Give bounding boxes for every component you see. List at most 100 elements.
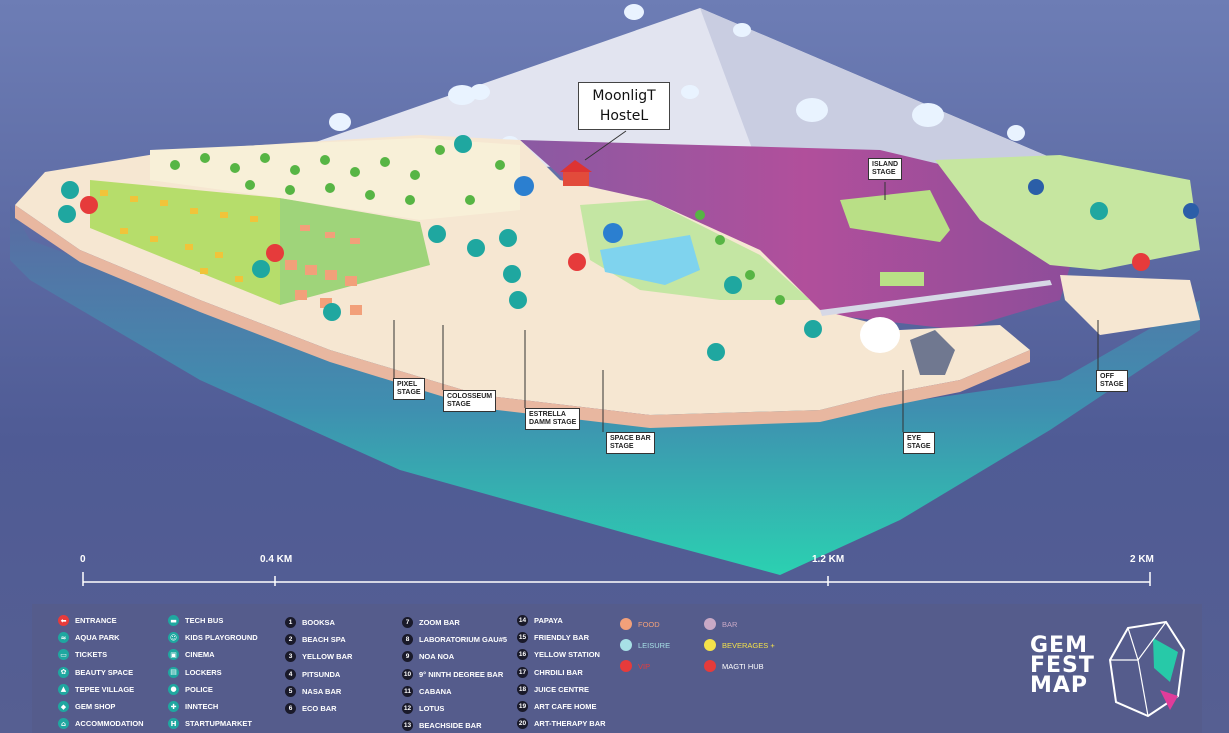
scale-label-0: 0: [80, 554, 86, 565]
legend-category-label: VIP: [638, 661, 651, 671]
legend-item: ⬅ENTRANCE: [58, 615, 117, 626]
scale-label-0-4: 0.4 KM: [260, 554, 293, 565]
legend-item: ◆GEM SHOP: [58, 701, 115, 712]
legend-bar-label: YELLOW STATION: [534, 650, 600, 660]
food-stalls: [285, 225, 362, 315]
scale-label-2: 2 KM: [1130, 554, 1154, 565]
legend-item: ▭ TICKETS: [58, 649, 108, 661]
category-swatch: [620, 639, 632, 651]
bar-number-icon: 13: [402, 720, 413, 732]
space-bar-stage-label: SPACE BAR STAGE: [606, 432, 655, 455]
bar-number-icon: 3: [285, 651, 296, 663]
stage-leader-lines: [393, 130, 1099, 432]
category-swatch: [620, 660, 632, 672]
legend-category-label: BEVERAGES +: [722, 640, 775, 650]
legend-item-label: ACCOMMODATION: [75, 719, 144, 729]
sea-teal: [10, 205, 1200, 575]
small-islet: [880, 272, 924, 286]
bar-number-icon: 4: [285, 668, 296, 680]
bar-number-icon: 10: [402, 668, 413, 680]
legend-bar-label: ZOOM BAR: [419, 618, 460, 627]
moonlight-hostel-marker: [560, 160, 592, 186]
legend-bar: 16 YELLOW STATION: [517, 649, 600, 661]
legend-item: ▲ TEPEE VILLAGE: [58, 683, 135, 695]
eye-stage: [860, 317, 900, 353]
legend-bar-label: JUICE CENTRE: [534, 684, 590, 694]
legend-item-label: STARTUPMARKET: [185, 719, 252, 729]
legend-item: ▤LOCKERS: [168, 666, 222, 678]
legend-item: ▬TECH BUS: [168, 615, 223, 626]
legend-panel: [32, 604, 1202, 733]
island-stage-label: ISLAND STAGE: [868, 158, 903, 181]
bar-number-icon: 7: [402, 617, 413, 628]
bridge-east: [820, 280, 1052, 316]
legend-category: VIP: [620, 660, 650, 672]
bar-number-icon: 15: [517, 632, 528, 644]
legend-item-label: CINEMA: [185, 650, 215, 660]
main-island-edge: [15, 205, 1030, 428]
legend-item: ⌂ ACCOMMODATION: [58, 718, 144, 730]
category-swatch: [620, 618, 632, 630]
beauty-space-icon: ✿: [58, 666, 69, 678]
legend-bar: 18 JUICE CENTRE: [517, 683, 590, 695]
tents: [100, 190, 258, 282]
island-stage-islet: [840, 190, 950, 242]
cinema-icon: ▣: [168, 649, 179, 661]
legend-bar: 11 CABANA: [402, 685, 452, 697]
rock: [910, 330, 955, 375]
legend-category: FOOD: [620, 618, 660, 630]
accommodation-icon: ⌂: [58, 718, 69, 730]
aqua-park-icon: ≈: [58, 632, 69, 644]
bar-number-icon: 11: [402, 685, 413, 697]
legend-category: BAR: [704, 618, 737, 630]
eye-stage-label: EYE STAGE: [903, 432, 935, 455]
legend-category: BEVERAGES +: [704, 639, 775, 651]
legend-bar-label: CABANA: [419, 686, 452, 696]
legend-item-label: POLICE: [185, 684, 213, 694]
colosseum-stage-label: COLOSSEUM STAGE: [443, 390, 497, 413]
bar-number-icon: 12: [402, 703, 413, 714]
legend-bar-label: NASA BAR: [302, 686, 342, 696]
gem-shop-icon: ◆: [58, 701, 69, 712]
bar-number-icon: 2: [285, 634, 296, 646]
legend-item-label: ENTRANCE: [75, 616, 117, 625]
bar-number-icon: 1: [285, 617, 296, 628]
tickets-icon: ▭: [58, 649, 69, 661]
gem-fest-map-brand: GEM FEST MAP: [1030, 633, 1095, 698]
off-stage-islet: [1060, 275, 1200, 335]
legend-bar: 4 PITSUNDA: [285, 668, 341, 680]
legend-bar-label: ART-THERAPY BAR: [534, 719, 606, 729]
legend-item-label: INNTECH: [185, 702, 219, 711]
legend-item: ●POLICE: [168, 683, 213, 695]
bar-number-icon: 17: [517, 666, 528, 678]
legend-category: LEISURE: [620, 639, 670, 651]
estrella-damm-stage-label: ESTRELLA DAMM STAGE: [525, 408, 581, 431]
legend-bar-label: YELLOW BAR: [302, 652, 353, 662]
legend-bar-label: PITSUNDA: [302, 669, 341, 679]
legend-item: ≈ AQUA PARK: [58, 632, 120, 644]
legend-bar-label: ART CAFE HOME: [534, 702, 597, 711]
legend-item-label: TEPEE VILLAGE: [75, 684, 135, 694]
bar-number-icon: 20: [517, 718, 528, 730]
category-swatch: [704, 660, 716, 672]
legend-item: ✿BEAUTY SPACE: [58, 666, 133, 678]
legend-item-label: TECH BUS: [185, 616, 224, 625]
legend-item-label: AQUA PARK: [75, 633, 120, 643]
legend-category-label: FOOD: [638, 619, 660, 629]
legend-item: ✚INNTECH: [168, 701, 218, 712]
bar-number-icon: 16: [517, 649, 528, 661]
scale-label-1-2: 1.2 KM: [812, 554, 845, 565]
tepee-village-icon: ▲: [58, 683, 69, 695]
legend-item-label: TICKETS: [75, 650, 108, 660]
bar-number-icon: 18: [517, 683, 528, 695]
